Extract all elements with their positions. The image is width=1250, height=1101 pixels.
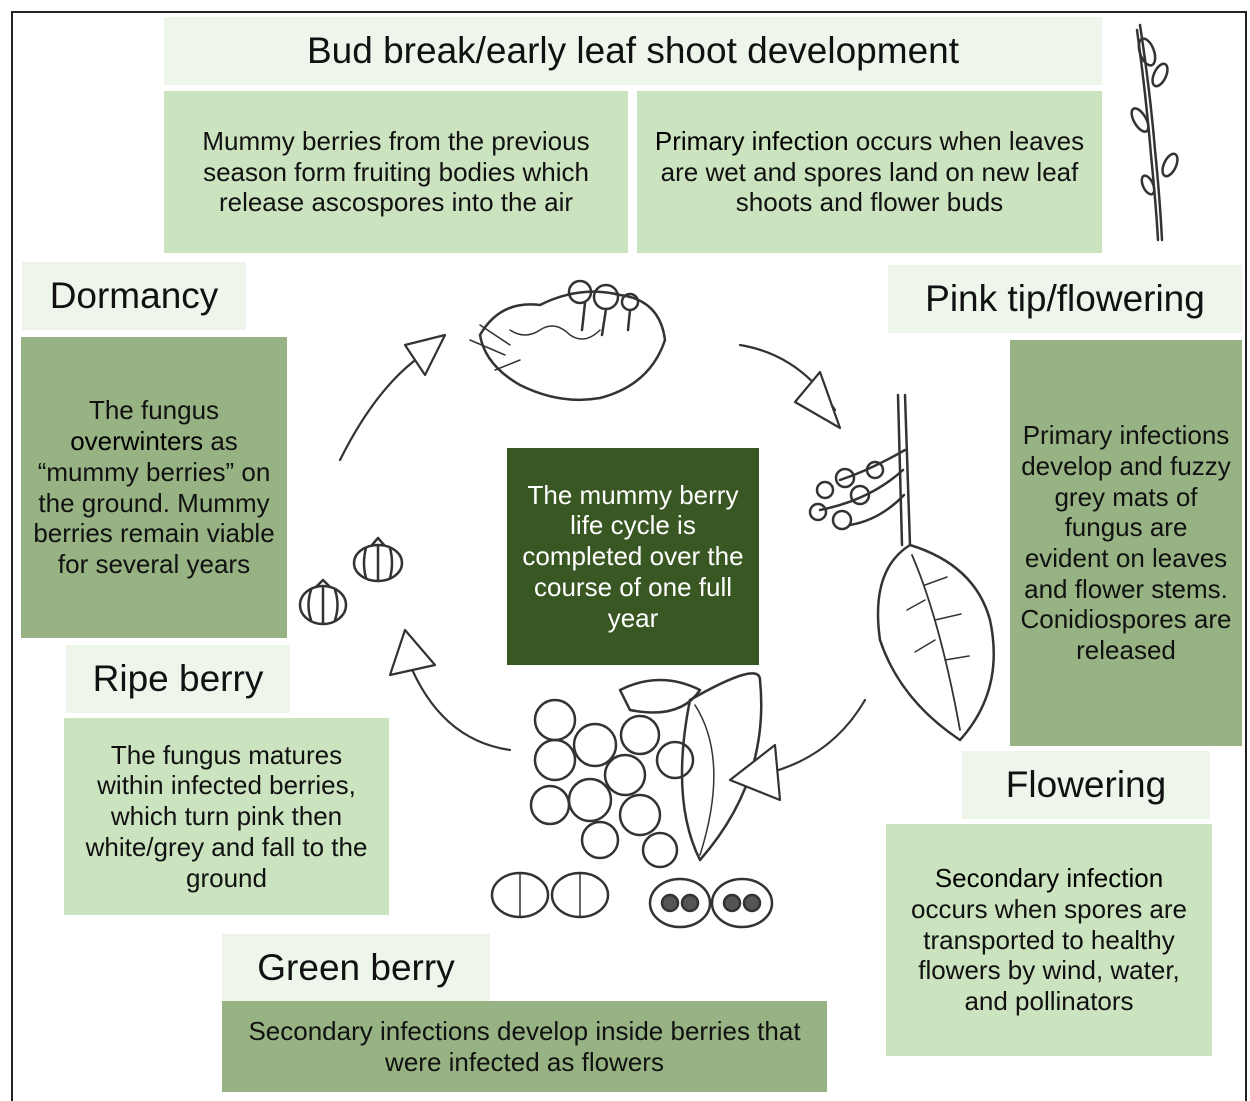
center-summary-text: The mummy berry life cycle is completed … xyxy=(519,480,747,633)
dormancy-text-before: The fungus xyxy=(89,395,219,425)
stage-title-pink-tip: Pink tip/flowering xyxy=(888,265,1242,333)
stage-title-ripe-berry: Ripe berry xyxy=(66,645,290,713)
fallen-mummy-berries-icon xyxy=(300,538,402,624)
secondary-infection-emphasis: Secondary infection xyxy=(935,863,1163,893)
flowering-box: Secondary infection occurs when spores a… xyxy=(886,824,1212,1056)
infected-shoot-and-leaf-icon xyxy=(810,395,994,740)
twig-with-buds-icon xyxy=(1128,25,1180,240)
green-berry-text: Secondary infections develop inside berr… xyxy=(232,1016,817,1077)
stage-title-pink-tip-text: Pink tip/flowering xyxy=(925,277,1205,321)
bud-break-right-content: Primary infection occurs when leaves are… xyxy=(649,126,1090,218)
stage-title-dormancy: Dormancy xyxy=(22,262,246,330)
bud-break-left-box: Mummy berries from the previous season f… xyxy=(164,91,628,253)
berry-cluster-and-leaf-icon xyxy=(531,673,761,867)
primary-infection-emphasis: Primary infection xyxy=(655,126,849,156)
stage-title-green-berry-text: Green berry xyxy=(257,946,454,990)
bud-break-right-box: Primary infection occurs when leaves are… xyxy=(637,91,1102,253)
dormancy-box: The fungus overwinters as “mummy berries… xyxy=(21,337,287,638)
stage-title-flowering-text: Flowering xyxy=(1006,763,1166,807)
green-berry-box: Secondary infections develop inside berr… xyxy=(222,1001,827,1092)
stage-title-bud-break-text: Bud break/early leaf shoot development xyxy=(307,29,959,73)
center-summary-box: The mummy berry life cycle is completed … xyxy=(507,448,759,665)
stage-title-ripe-berry-text: Ripe berry xyxy=(93,657,264,701)
stage-title-green-berry: Green berry xyxy=(222,934,490,1002)
stage-title-flowering: Flowering xyxy=(962,751,1210,819)
stage-title-dormancy-text: Dormancy xyxy=(50,274,219,318)
cut-mummy-berries-icon xyxy=(492,873,772,927)
flowering-text: occurs when spores are transported to he… xyxy=(911,894,1187,1016)
ripe-berry-box: The fungus matures within infected berri… xyxy=(64,718,389,915)
ripe-berry-text: The fungus matures within infected berri… xyxy=(76,740,377,893)
pink-tip-box: Primary infections develop and fuzzy gre… xyxy=(1010,340,1242,746)
dormancy-content: The fungus overwinters as “mummy berries… xyxy=(31,395,277,579)
mummy-berry-fruiting-bodies-icon xyxy=(470,281,665,400)
flowering-content: Secondary infection occurs when spores a… xyxy=(898,863,1200,1016)
bud-break-left-text: Mummy berries from the previous season f… xyxy=(176,126,616,218)
stage-title-bud-break: Bud break/early leaf shoot development xyxy=(164,17,1102,85)
pink-tip-text: Primary infections develop and fuzzy gre… xyxy=(1020,420,1232,665)
overwinters-emphasis: overwinters xyxy=(70,426,203,456)
